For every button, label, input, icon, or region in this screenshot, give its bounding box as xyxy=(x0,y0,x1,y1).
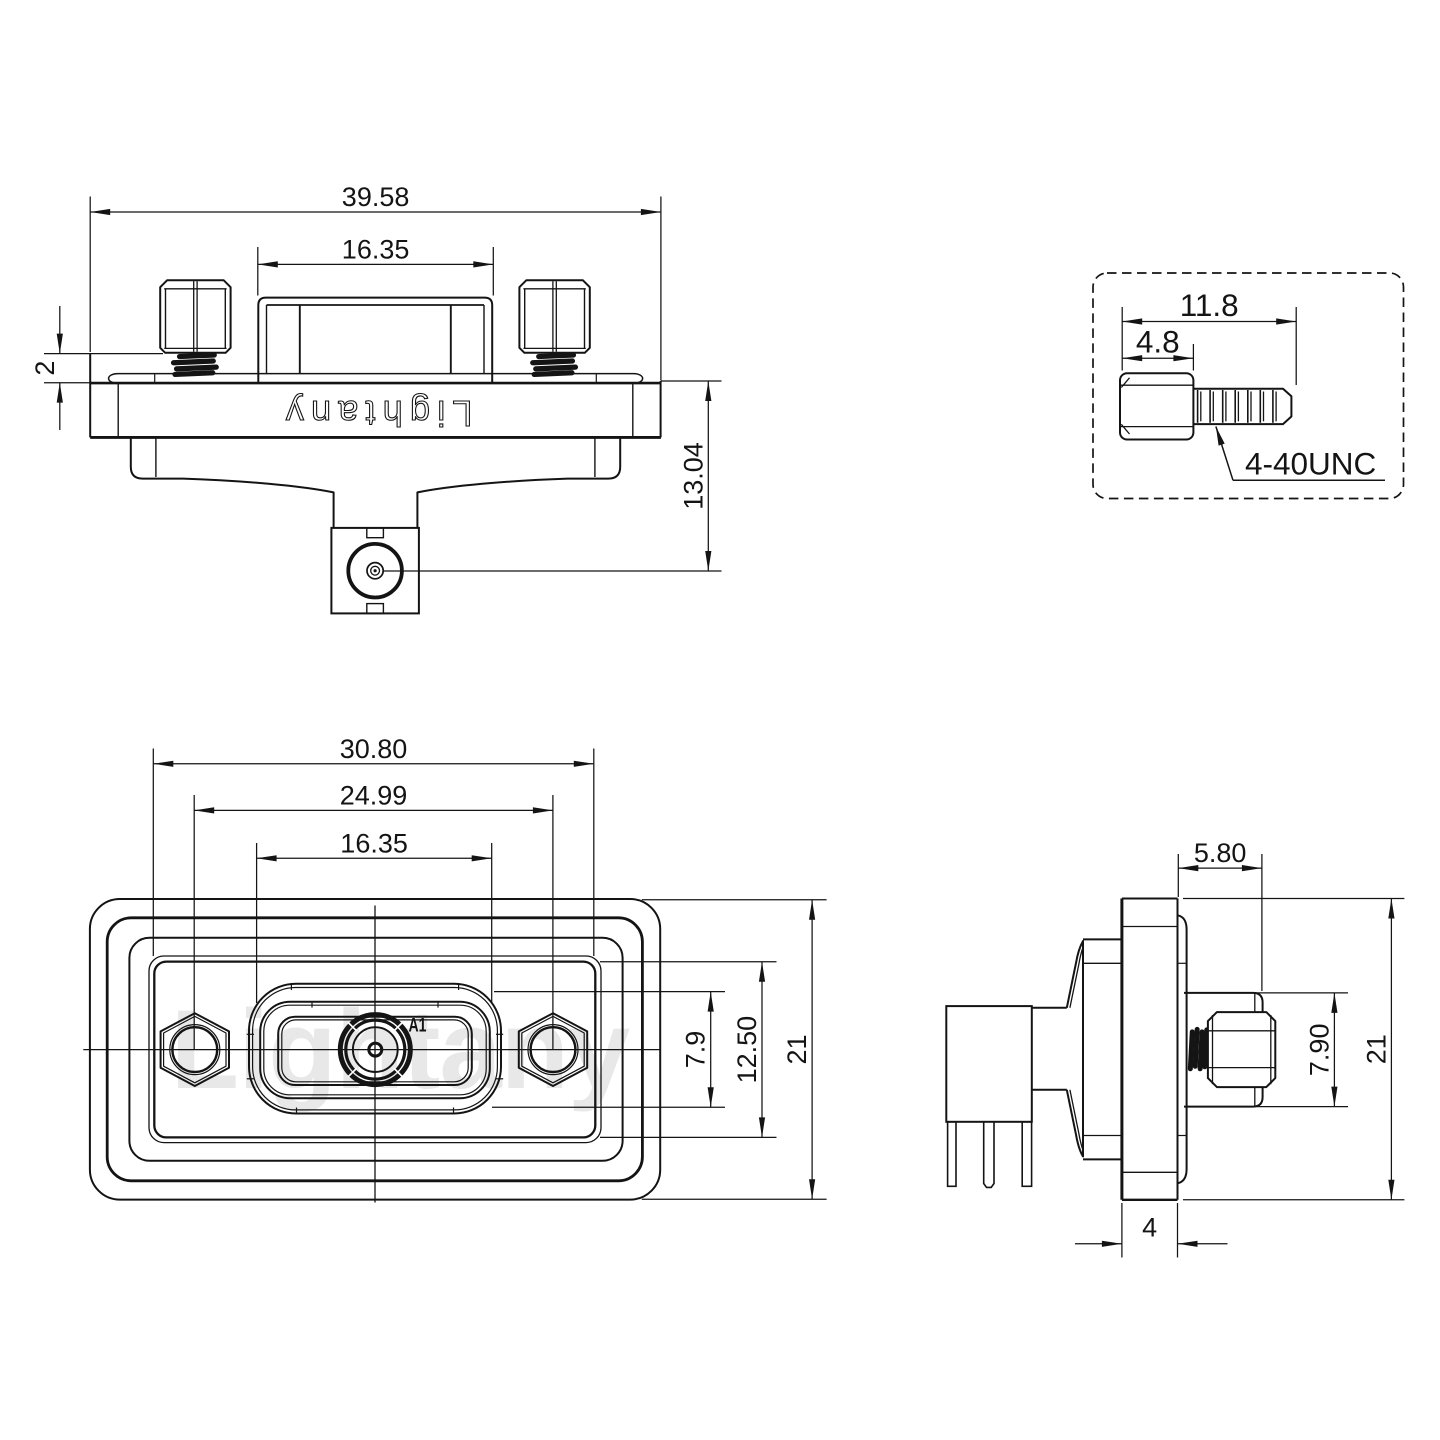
svg-text:12.50: 12.50 xyxy=(732,1016,762,1084)
svg-text:7.9: 7.9 xyxy=(681,1031,711,1069)
svg-text:7.90: 7.90 xyxy=(1304,1024,1334,1077)
svg-text:11.8: 11.8 xyxy=(1180,287,1239,323)
svg-text:2: 2 xyxy=(30,361,60,376)
svg-text:5.80: 5.80 xyxy=(1194,838,1247,868)
svg-text:16.35: 16.35 xyxy=(342,234,410,264)
svg-text:4.8: 4.8 xyxy=(1136,324,1180,360)
svg-text:30.80: 30.80 xyxy=(340,734,408,764)
svg-text:21: 21 xyxy=(782,1034,812,1064)
svg-text:Lightany: Lightany xyxy=(279,393,473,434)
svg-text:16.35: 16.35 xyxy=(340,828,408,858)
svg-text:4: 4 xyxy=(1142,1213,1157,1243)
svg-text:4-40UNC: 4-40UNC xyxy=(1245,446,1376,482)
svg-text:21: 21 xyxy=(1361,1034,1391,1064)
svg-text:A1: A1 xyxy=(409,1016,427,1037)
svg-text:13.04: 13.04 xyxy=(678,442,708,510)
svg-text:24.99: 24.99 xyxy=(340,780,408,810)
svg-text:39.58: 39.58 xyxy=(342,182,410,212)
